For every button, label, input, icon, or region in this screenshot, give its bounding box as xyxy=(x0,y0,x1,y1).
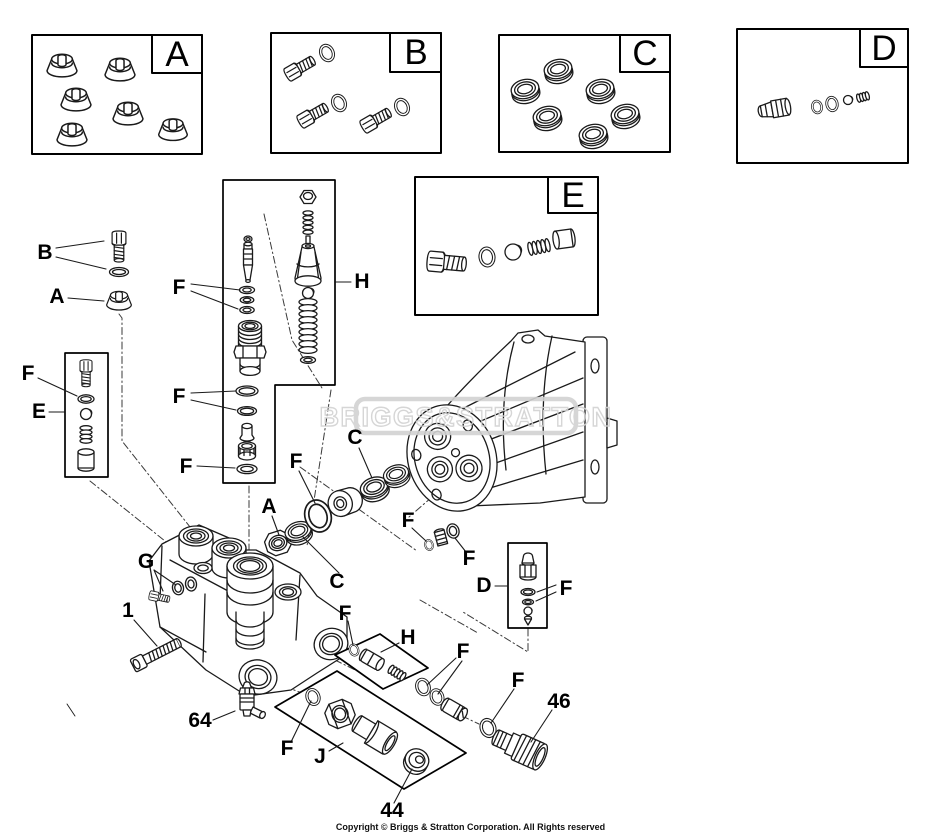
callout-f-valve-orings: F xyxy=(172,385,186,408)
unloader-valve-assembly xyxy=(222,179,336,484)
piston-seal-row xyxy=(263,461,413,557)
kit-box-e-label: E xyxy=(561,176,585,215)
callout-f-large-oring: F xyxy=(289,450,303,473)
callout-f-j-oring: F xyxy=(280,737,294,760)
j-kit-box xyxy=(274,670,467,790)
crankcase xyxy=(406,329,618,512)
callout-f-h-oring: F xyxy=(338,602,352,625)
kit-box-a-label: A xyxy=(165,35,189,74)
callout-f-d-orings: F xyxy=(559,577,573,600)
callout-f-valve-washers: F xyxy=(172,276,186,299)
copyright-notice: Copyright © Briggs & Stratton Corporatio… xyxy=(335,822,606,832)
outlet-parts xyxy=(412,675,549,771)
thermal-relief-valve xyxy=(238,681,267,720)
callout-thermal-valve-64: 64 xyxy=(188,709,212,732)
callout-plug-44: 44 xyxy=(380,799,404,822)
kit-box-c xyxy=(498,34,671,153)
kit-box-a xyxy=(31,34,203,155)
callout-b-plug: B xyxy=(37,241,53,264)
callout-f-valve-seal: F xyxy=(179,455,193,478)
kit-d-box xyxy=(507,542,548,629)
watermark-text: BRIGGS&STRATTON xyxy=(319,402,612,432)
callout-j-kit: J xyxy=(314,745,326,768)
kit-box-b-label: B xyxy=(404,33,428,72)
small-seal-parts xyxy=(422,523,460,552)
watermark: BRIGGS&STRATTON xyxy=(319,396,612,436)
callout-leaders xyxy=(37,240,557,804)
kit-box-d xyxy=(736,28,909,164)
kit-box-d-label: D xyxy=(871,29,897,68)
left-plug-and-cap xyxy=(106,230,132,311)
callout-d-kit: D xyxy=(476,574,492,597)
kit-box-b xyxy=(270,32,442,154)
callout-a-cap: A xyxy=(49,285,65,308)
callout-coupler-46: 46 xyxy=(547,690,571,713)
kit-box-c-label: C xyxy=(632,34,658,73)
callout-c-seal-upper: C xyxy=(347,426,363,449)
h-piston-kit-box xyxy=(334,633,429,690)
callout-f-coupler-oring: F xyxy=(511,669,525,692)
callout-g-plug: G xyxy=(137,550,155,573)
pump-manifold xyxy=(148,524,349,697)
callout-c-seal-lower: C xyxy=(329,570,345,593)
unloader-kit-e-box xyxy=(64,352,109,478)
callout-bolt-1: 1 xyxy=(122,599,134,622)
callout-h-piston-kit: H xyxy=(400,626,416,649)
callout-f-washer: F xyxy=(462,547,476,570)
mounting-bolt xyxy=(129,638,182,673)
callout-f-outlet-orings: F xyxy=(456,640,470,663)
callout-f-e-oring: F xyxy=(21,362,35,385)
callout-f-small-oring: F xyxy=(401,509,415,532)
callout-e-kit: E xyxy=(31,400,47,423)
kit-box-e xyxy=(414,176,599,316)
callout-a-inlet-fitting: A xyxy=(261,495,277,518)
callout-h-regulator: H xyxy=(354,270,370,293)
